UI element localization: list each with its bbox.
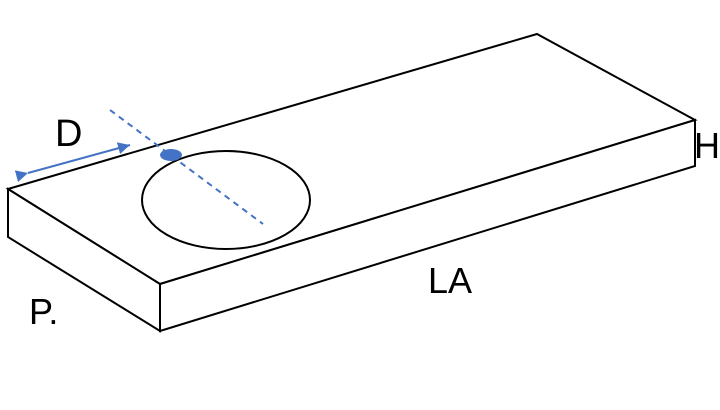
- label-la: LA: [428, 260, 472, 301]
- circular-hole: [141, 150, 311, 250]
- center-dashed-line: [109, 109, 264, 225]
- slab-left-face: [7, 187, 161, 333]
- depth-dimension-arrow: [14, 142, 131, 182]
- label-d: D: [55, 113, 82, 155]
- label-h: H: [694, 125, 720, 166]
- label-p: P.: [29, 291, 58, 332]
- reference-dot: [160, 149, 182, 161]
